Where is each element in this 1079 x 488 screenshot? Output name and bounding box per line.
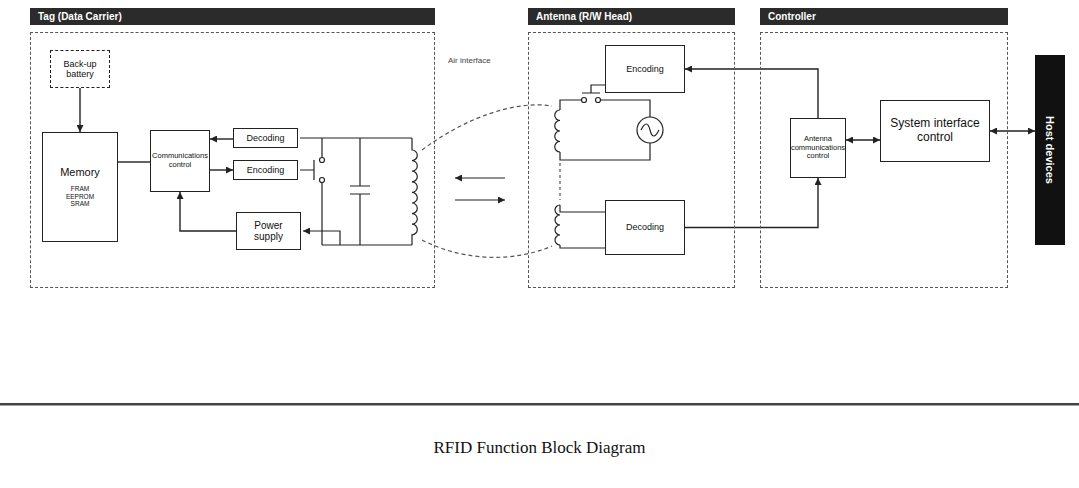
box-label: Decoding bbox=[626, 222, 664, 232]
switch-contact bbox=[582, 98, 587, 103]
tag-panel: Tag (Data Carrier)Back-up batteryMemoryF… bbox=[30, 32, 435, 288]
process-box: Decoding bbox=[605, 200, 685, 255]
box-label: Encoding bbox=[247, 165, 285, 175]
connector bbox=[685, 178, 818, 228]
box-label: Host devices bbox=[1044, 116, 1057, 184]
process-box: Antenna communications control bbox=[790, 118, 846, 178]
box-label: Communications control bbox=[152, 152, 208, 169]
figure-caption: RFID Function Block Diagram bbox=[0, 438, 1079, 458]
oscillator-symbol bbox=[641, 124, 659, 136]
connector bbox=[210, 138, 233, 139]
box-body: FRAM EEPROM SRAM bbox=[59, 185, 101, 207]
signal-arrow bbox=[455, 177, 505, 178]
oscillator-symbol bbox=[637, 117, 663, 143]
dashed-link bbox=[559, 163, 560, 200]
panel-heading: Tag (Data Carrier) bbox=[30, 8, 435, 25]
switch-contact bbox=[320, 178, 325, 183]
process-box: Decoding bbox=[233, 128, 298, 148]
box-label: Back-up battery bbox=[54, 59, 106, 80]
coil-symbol bbox=[555, 205, 560, 245]
panel-heading: Controller bbox=[760, 8, 1008, 25]
process-box: Communications control bbox=[150, 130, 210, 192]
signal-arrow bbox=[455, 199, 505, 200]
coil-symbol bbox=[412, 138, 417, 245]
field-line bbox=[422, 240, 552, 257]
connector bbox=[118, 161, 150, 162]
switch-lever bbox=[582, 85, 605, 93]
box-label: Encoding bbox=[626, 64, 664, 74]
capacitor-symbol bbox=[350, 138, 370, 245]
field-line bbox=[422, 105, 552, 150]
connector bbox=[990, 130, 1035, 131]
box-label: Power supply bbox=[240, 220, 297, 243]
power-wire bbox=[303, 231, 340, 245]
switch-contact bbox=[320, 158, 325, 163]
battery-box: Back-up battery bbox=[50, 50, 110, 88]
wire bbox=[322, 244, 412, 245]
rule-line bbox=[0, 403, 1079, 406]
process-box: System interface control bbox=[880, 100, 990, 162]
antenna-panel: Antenna (R/W Head)EncodingDecoding bbox=[528, 32, 735, 288]
connector bbox=[685, 69, 818, 118]
connector bbox=[79, 88, 80, 132]
connector bbox=[210, 169, 233, 170]
box-label: Antenna communications control bbox=[791, 135, 845, 161]
wire bbox=[560, 205, 605, 248]
process-box: Encoding bbox=[233, 160, 298, 180]
connector bbox=[180, 192, 236, 231]
switch-lever bbox=[300, 160, 314, 180]
connector bbox=[846, 139, 880, 140]
host-band: Host devices bbox=[1035, 55, 1065, 245]
box-label: Decoding bbox=[246, 133, 284, 143]
process-box: Power supply bbox=[236, 212, 301, 250]
coil-symbol bbox=[555, 110, 560, 152]
box-label: Memory bbox=[60, 166, 100, 179]
wire bbox=[321, 138, 322, 245]
interface-label: Air interface bbox=[446, 56, 493, 65]
box-label: System interface control bbox=[884, 117, 986, 145]
process-box: Encoding bbox=[605, 45, 685, 93]
memory-box: MemoryFRAM EEPROM SRAM bbox=[42, 132, 118, 242]
switch-contact bbox=[596, 98, 601, 103]
wire bbox=[300, 137, 412, 138]
controller-panel: ControllerAntenna communications control… bbox=[760, 32, 1008, 288]
panel-heading: Antenna (R/W Head) bbox=[528, 8, 735, 25]
